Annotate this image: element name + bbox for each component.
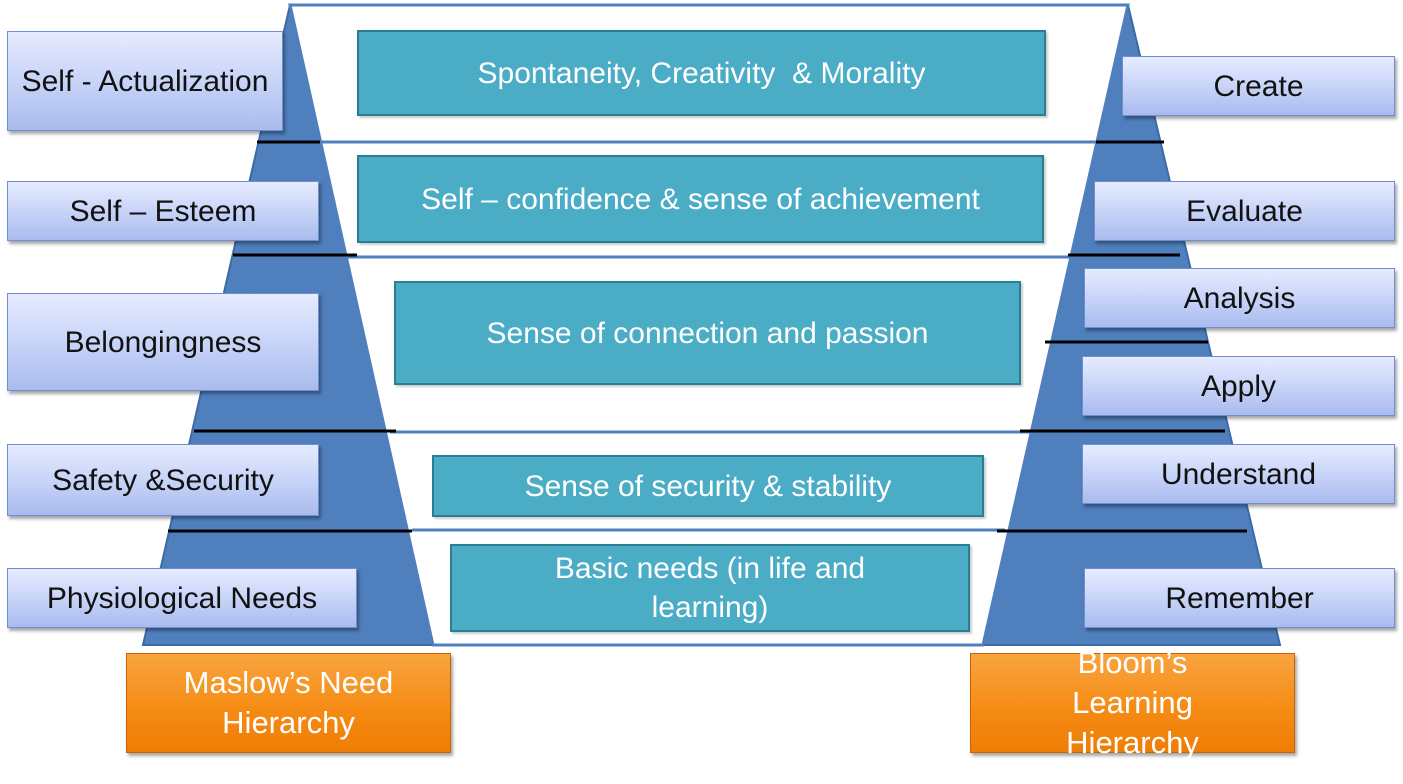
maslow-level-self-actualization: Self - Actualization (7, 31, 283, 131)
maslow-level-self-esteem: Self – Esteem (7, 181, 319, 241)
maslow-title: Maslow’s Need Hierarchy (126, 653, 451, 753)
outcome-spontaneity-creativity: Spontaneity, Creativity & Morality (357, 30, 1046, 116)
bloom-level-create: Create (1122, 56, 1395, 116)
outcome-self-confidence: Self – confidence & sense of achievement (357, 155, 1044, 243)
outcome-basic-needs: Basic needs (in life and learning) (450, 544, 970, 632)
bloom-level-apply: Apply (1082, 356, 1395, 416)
maslow-level-safety-security: Safety &Security (7, 444, 319, 516)
bloom-level-remember: Remember (1084, 568, 1395, 628)
bloom-level-understand: Understand (1082, 444, 1395, 504)
outcome-sense-of-security: Sense of security & stability (432, 455, 984, 517)
divider-lines (168, 140, 1247, 533)
bloom-title: Bloom’s Learning Hierarchy (970, 645, 1295, 760)
bloom-level-analysis: Analysis (1084, 268, 1395, 328)
maslow-level-physiological-needs: Physiological Needs (7, 568, 357, 628)
bloom-level-evaluate: Evaluate (1094, 181, 1395, 241)
maslow-level-belongingness: Belongingness (7, 293, 319, 391)
outcome-sense-of-connection: Sense of connection and passion (394, 281, 1021, 385)
level-separators (320, 140, 1098, 532)
